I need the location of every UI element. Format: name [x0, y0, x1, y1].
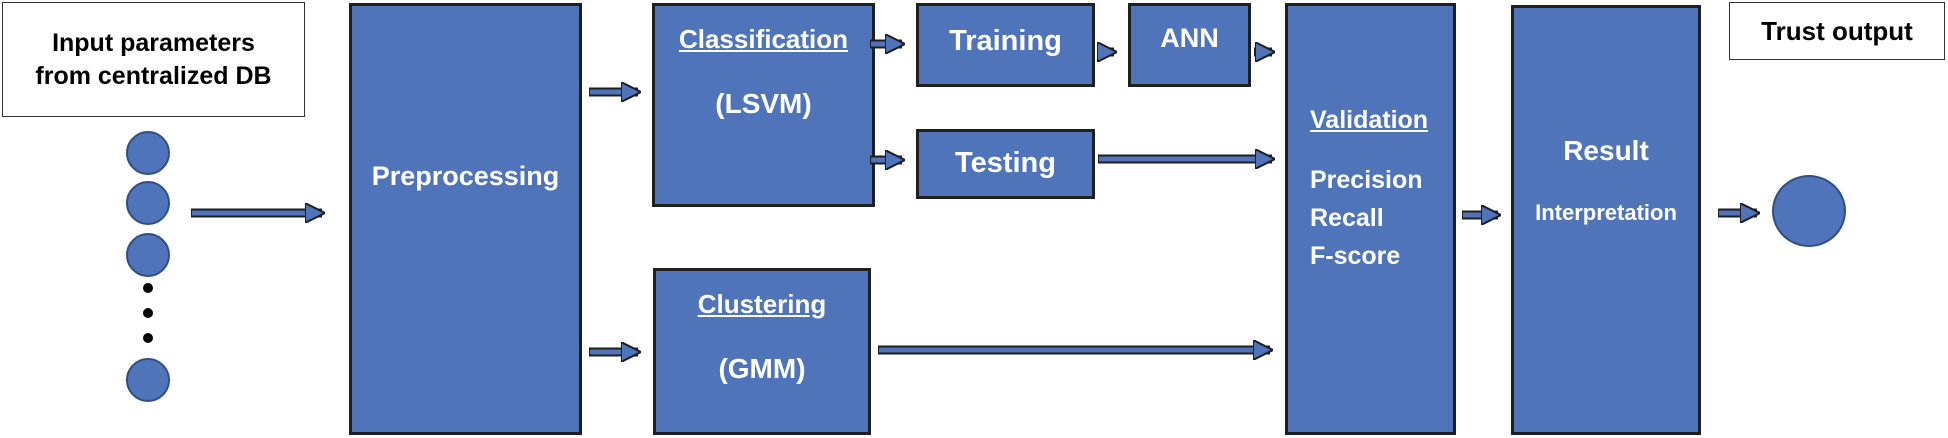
- training-box: Training: [916, 3, 1095, 87]
- classification-method: (LSVM): [715, 88, 812, 119]
- validation-metric-precision: Precision: [1310, 166, 1423, 194]
- clustering-box: Clustering (GMM): [653, 268, 871, 435]
- trust-output-text: Trust output: [1761, 15, 1913, 46]
- ellipsis-dot-1: [143, 283, 153, 293]
- validation-title: Validation: [1310, 106, 1429, 134]
- clustering-method: (GMM): [718, 353, 806, 384]
- input-parameters-label: Input parameters from centralized DB: [2, 2, 305, 117]
- classification-title: Classification: [678, 24, 849, 54]
- testing-label: Testing: [955, 147, 1056, 179]
- preprocessing-box: Preprocessing: [349, 3, 582, 435]
- result-subtitle: Interpretation: [1535, 200, 1677, 225]
- result-title: Result: [1563, 135, 1649, 166]
- input-node-3: [126, 233, 170, 277]
- ellipsis-dot-3: [143, 333, 153, 343]
- input-parameters-line2: from centralized DB: [35, 61, 272, 90]
- input-node-2: [126, 181, 170, 225]
- result-box: Result Interpretation: [1511, 5, 1701, 435]
- validation-metric-fscore: F-score: [1310, 242, 1401, 270]
- validation-box: Validation Precision Recall F-score: [1285, 3, 1456, 435]
- ann-box: ANN: [1128, 3, 1251, 87]
- input-parameters-line1: Input parameters: [52, 28, 255, 57]
- input-node-1: [126, 131, 170, 175]
- ellipsis-dot-2: [143, 308, 153, 318]
- training-label: Training: [949, 25, 1062, 57]
- output-node: [1772, 175, 1846, 247]
- validation-metric-recall: Recall: [1310, 204, 1384, 232]
- trust-output-label: Trust output: [1729, 2, 1945, 60]
- input-node-n: [126, 358, 170, 402]
- ann-label: ANN: [1160, 23, 1219, 53]
- classification-box: Classification (LSVM): [652, 3, 875, 207]
- clustering-title: Clustering: [697, 289, 827, 319]
- testing-box: Testing: [916, 129, 1095, 199]
- preprocessing-label: Preprocessing: [371, 161, 560, 191]
